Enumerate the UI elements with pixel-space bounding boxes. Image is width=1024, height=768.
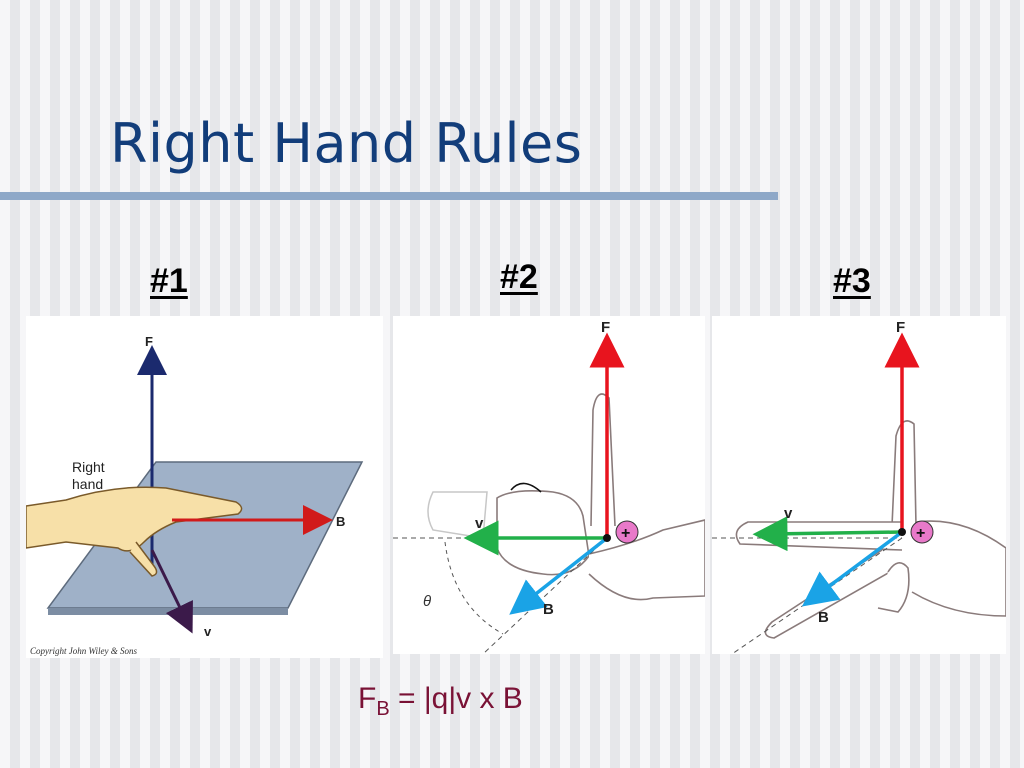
thumb (129, 541, 158, 577)
field-arrow (509, 536, 609, 615)
angle-arc (444, 541, 504, 635)
rule-1-diagram: F B v Right hand Copyright John Wiley & … (26, 316, 383, 658)
lorentz-force-formula: FB = |q|v x B (358, 682, 523, 721)
thumb (891, 420, 917, 527)
palm (911, 520, 1006, 617)
velocity-label: v (475, 515, 484, 532)
angle-label: θ (423, 593, 431, 610)
formula-subscript: B (376, 698, 390, 720)
formula-rhs: = |q|v x B (389, 682, 523, 715)
field-label: B (336, 514, 345, 529)
field-arrow (801, 530, 904, 607)
origin-point (898, 528, 906, 536)
curl-arrow (510, 482, 542, 493)
rule-1-illustration: F B v Right hand Copyright John Wiley & … (26, 334, 364, 656)
velocity-label: v (784, 505, 793, 522)
charge-icon (615, 520, 639, 544)
origin-point (603, 534, 611, 542)
charge-icon (910, 520, 934, 544)
rule-2-label: #2 (500, 258, 538, 296)
rule-3-label: #3 (833, 262, 871, 300)
title-underline-bar (0, 192, 778, 200)
wrist (588, 519, 705, 601)
force-label: F (896, 319, 905, 336)
charge-label: + (916, 525, 925, 542)
velocity-label: v (204, 624, 212, 639)
slide-title: Right Hand Rules (110, 112, 583, 175)
field-label: B (818, 609, 829, 626)
rule-2-diagram: θ F v B + (393, 316, 705, 654)
formula-lhs: F (358, 682, 377, 715)
rule-1-label: #1 (150, 262, 188, 300)
rule-2-illustration: θ F v B + (393, 319, 705, 654)
field-label: B (543, 601, 554, 618)
copyright-credit: Copyright John Wiley & Sons (30, 646, 137, 656)
rule-3-diagram: F v B + (712, 316, 1006, 654)
velocity-arrow (752, 516, 903, 552)
index-finger (735, 521, 903, 551)
charge-label: + (621, 525, 630, 542)
hand-label-line2: hand (72, 476, 103, 492)
plane-edge (48, 608, 288, 615)
thumb (590, 393, 616, 527)
curled-fingers (877, 562, 910, 613)
rule-3-illustration: F v B + (712, 319, 1006, 654)
force-label: F (601, 319, 610, 336)
hand-label-line1: Right (72, 459, 105, 475)
force-label: F (145, 334, 153, 349)
velocity-arrow (150, 549, 193, 634)
